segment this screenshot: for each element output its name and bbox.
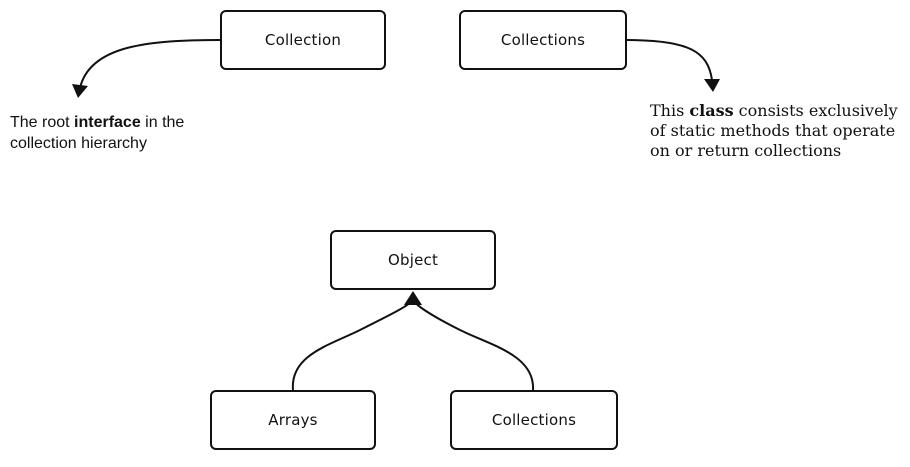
object-inherits-arrowhead (404, 291, 422, 305)
arrays-node: Arrays (210, 390, 376, 450)
interface-description-suffix: in the collection hierarchy (10, 114, 185, 152)
class-description-keyword: class (689, 101, 734, 120)
interface-description-prefix: The root (10, 114, 75, 131)
collection-note-connector (79, 39, 221, 89)
interface-description: The root interface in the collection hie… (10, 113, 240, 155)
collections-bottom-node: Collections (450, 390, 618, 450)
class-description: This class consists exclusively of stati… (650, 101, 905, 161)
collections-bottom-node-label: Collections (491, 411, 577, 429)
collections-top-node: Collections (459, 10, 627, 70)
collections-inherits-connector (412, 299, 535, 391)
collections-top-node-label: Collections (500, 31, 586, 49)
interface-description-keyword: interface (74, 114, 141, 131)
collection-node: Collection (220, 10, 386, 70)
collections-note-connector (626, 39, 713, 81)
collections-note-arrowhead (704, 79, 720, 92)
arrays-inherits-connector (291, 299, 414, 391)
class-description-prefix: This (650, 101, 690, 120)
class-description-suffix: consists exclusively of static methods t… (650, 101, 898, 160)
object-node: Object (330, 230, 496, 290)
collection-node-label: Collection (264, 31, 342, 49)
arrays-node-label: Arrays (268, 411, 318, 429)
collection-note-arrowhead (72, 84, 88, 98)
object-node-label: Object (387, 251, 439, 269)
